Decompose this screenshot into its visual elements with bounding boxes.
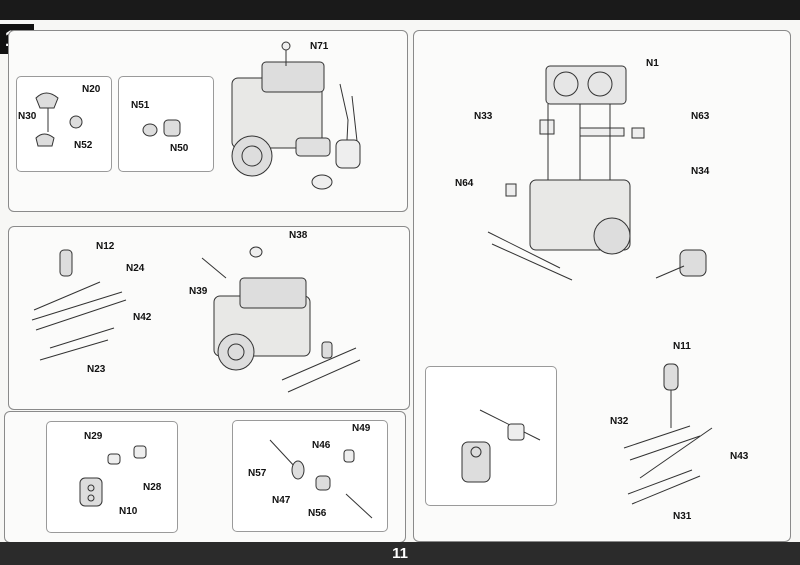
label-n49: N49	[352, 423, 371, 434]
label-n71: N71	[310, 41, 329, 52]
label-n47: N47	[272, 495, 291, 506]
label-n30: N30	[18, 111, 37, 122]
label-n12: N12	[96, 241, 115, 252]
rail-parts-middle	[31, 249, 127, 361]
parts-n51-n50	[142, 119, 181, 137]
label-n52: N52	[74, 140, 93, 151]
label-n46: N46	[312, 440, 331, 451]
panel-middle-left	[8, 226, 410, 410]
label-n11: N11	[673, 341, 691, 352]
label-n34: N34	[691, 166, 710, 177]
label-n42: N42	[133, 312, 152, 323]
label-n24: N24	[126, 263, 145, 274]
label-n29: N29	[84, 431, 103, 442]
subpanel-n57-n56	[232, 420, 388, 532]
label-n43: N43	[730, 451, 749, 462]
bottom-bar	[0, 542, 800, 565]
label-n28: N28	[143, 482, 162, 493]
engine-assembly-right	[487, 65, 707, 281]
label-n63: N63	[691, 111, 710, 122]
engine-drawing-top	[231, 41, 361, 190]
subpanel-n20-n30	[16, 76, 112, 172]
label-n10: N10	[119, 506, 138, 517]
label-n32: N32	[610, 416, 629, 427]
label-n50: N50	[170, 143, 189, 154]
label-n20: N20	[82, 84, 101, 95]
parts-n57-n56	[269, 439, 373, 519]
label-n38: N38	[289, 230, 308, 241]
subpanel-n29-n10	[46, 421, 178, 533]
top-bar	[0, 0, 800, 20]
label-n31: N31	[673, 511, 692, 522]
page-number: 11	[392, 545, 408, 562]
detail-assembly-right	[461, 409, 541, 483]
label-n56: N56	[308, 508, 327, 519]
rail-parts-right	[623, 363, 713, 505]
parts-n20-n30	[35, 92, 83, 147]
label-n33: N33	[474, 111, 493, 122]
label-n64: N64	[455, 178, 474, 189]
label-n23: N23	[87, 364, 106, 375]
engine-drawing-middle	[201, 246, 361, 393]
parts-n29-n10	[79, 445, 147, 507]
label-n57: N57	[248, 468, 267, 479]
label-n1: N1	[646, 58, 659, 69]
subpanel-right-detail	[425, 366, 557, 506]
label-n51: N51	[131, 100, 150, 111]
label-n39: N39	[189, 286, 208, 297]
